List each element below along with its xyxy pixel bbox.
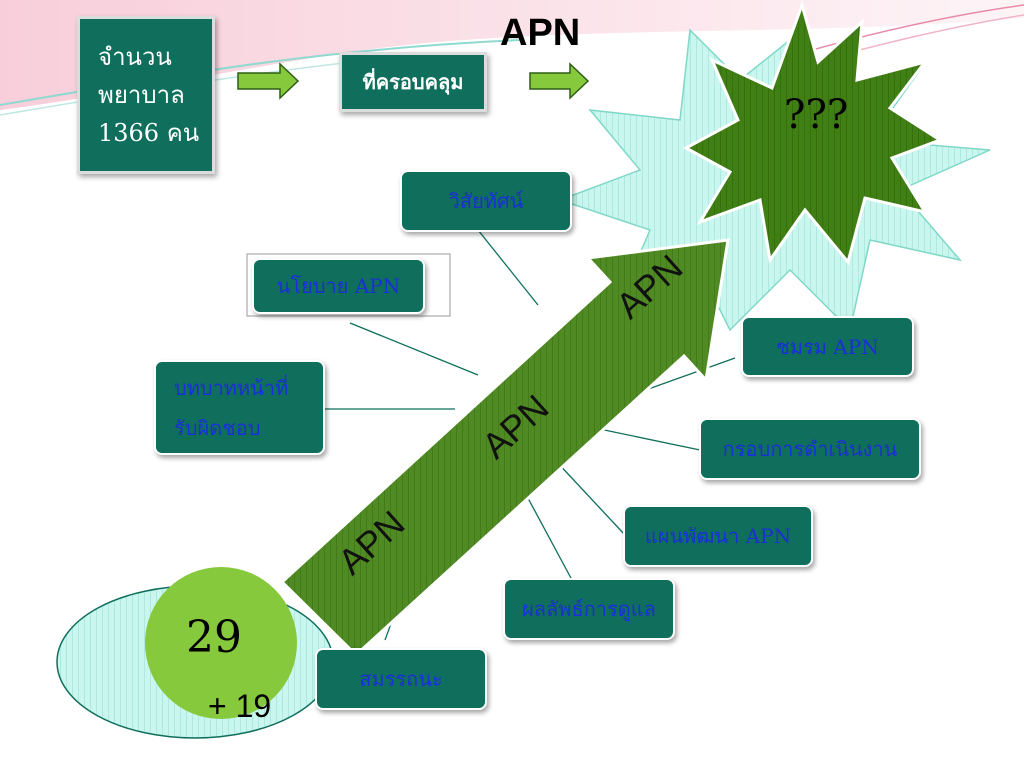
connector-devplan bbox=[554, 459, 626, 536]
counter-value: 29 bbox=[186, 612, 242, 663]
topic-competency-box: สมรรถนะ bbox=[315, 648, 487, 710]
topic-devplan-box: แผนพัฒนา APN bbox=[623, 505, 813, 567]
unknown-star-shape bbox=[682, 0, 944, 266]
nurse-count-line2: พยาบาล bbox=[98, 81, 185, 109]
topic-roles-line2: รับผิดชอบ bbox=[174, 415, 261, 440]
topic-outcome-box: ผลลัพธ์การดูแล bbox=[503, 578, 675, 640]
pink-swoosh bbox=[0, 0, 1024, 110]
connector-policy bbox=[349, 322, 479, 376]
growth-arrow bbox=[279, 238, 730, 658]
connector-lines bbox=[325, 229, 736, 641]
topic-policy-box: นโยบาย APN bbox=[252, 258, 425, 314]
connector-club bbox=[639, 357, 736, 393]
topic-club-box: ชมรม APN bbox=[741, 316, 914, 377]
nurse-count-line1: จำนวน bbox=[98, 43, 172, 71]
flow-arrow-1 bbox=[237, 62, 300, 100]
coverage-box: ที่ครอบคลุม bbox=[339, 52, 487, 112]
connector-outcome bbox=[521, 486, 573, 581]
teal-swoosh-line bbox=[0, 39, 521, 106]
connector-vision bbox=[477, 229, 539, 306]
flow-arrow-2 bbox=[529, 62, 590, 100]
topic-framework-box: กรอบการดำเนินงาน bbox=[699, 418, 921, 480]
star-label: ??? bbox=[784, 92, 849, 138]
nurse-count-line3: 1366 คน bbox=[98, 119, 200, 147]
topic-roles-line1: บทบาทหน้าที่ bbox=[174, 375, 289, 400]
page-title: APN bbox=[500, 12, 581, 54]
counter-plus: + 19 bbox=[208, 688, 272, 724]
counter-circle bbox=[145, 567, 297, 719]
nurse-count-box: จำนวน พยาบาล 1366 คน bbox=[77, 16, 215, 174]
topic-vision-box: วิสัยทัศน์ bbox=[400, 170, 572, 232]
connector-framework bbox=[589, 426, 701, 451]
topic-roles-box: บทบาทหน้าที่ รับผิดชอบ bbox=[154, 360, 325, 455]
